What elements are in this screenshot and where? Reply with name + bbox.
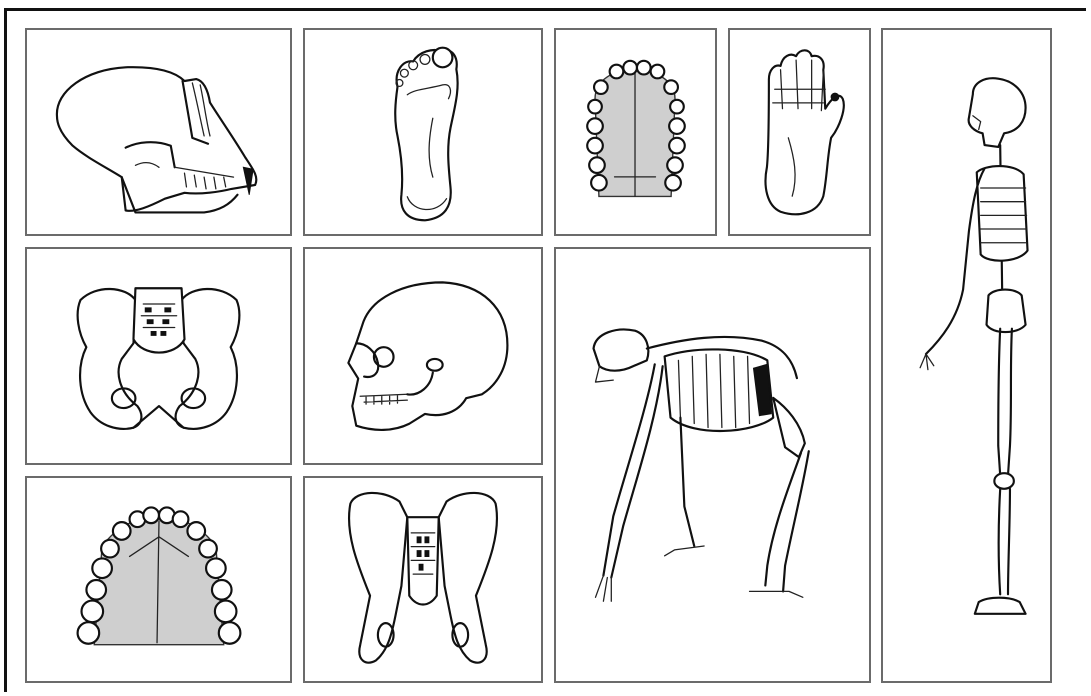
human-skull-icon bbox=[305, 249, 541, 463]
panel-human-skull bbox=[303, 247, 543, 465]
panel-human-pelvis bbox=[25, 247, 292, 465]
upright-skeleton-icon bbox=[883, 30, 1050, 681]
panel-chimp-skull bbox=[25, 28, 292, 236]
quadruped-skeleton-icon bbox=[556, 249, 869, 681]
panel-human-palate-small bbox=[554, 28, 717, 236]
dental-arch-icon bbox=[556, 30, 715, 234]
hand-icon bbox=[730, 30, 869, 234]
foot-sole-icon bbox=[305, 30, 541, 234]
panel-human-foot bbox=[303, 28, 543, 236]
panel-human-skeleton bbox=[881, 28, 1052, 683]
ape-skull-icon bbox=[27, 30, 290, 234]
panel-ape-hand bbox=[728, 28, 871, 236]
pelvis-icon bbox=[305, 478, 541, 681]
panel-ape-palate bbox=[25, 476, 292, 683]
panel-chimp-skeleton bbox=[554, 247, 871, 683]
panel-ape-pelvis bbox=[303, 476, 543, 683]
pelvis-icon bbox=[27, 249, 290, 463]
dental-arch-icon bbox=[27, 478, 290, 681]
